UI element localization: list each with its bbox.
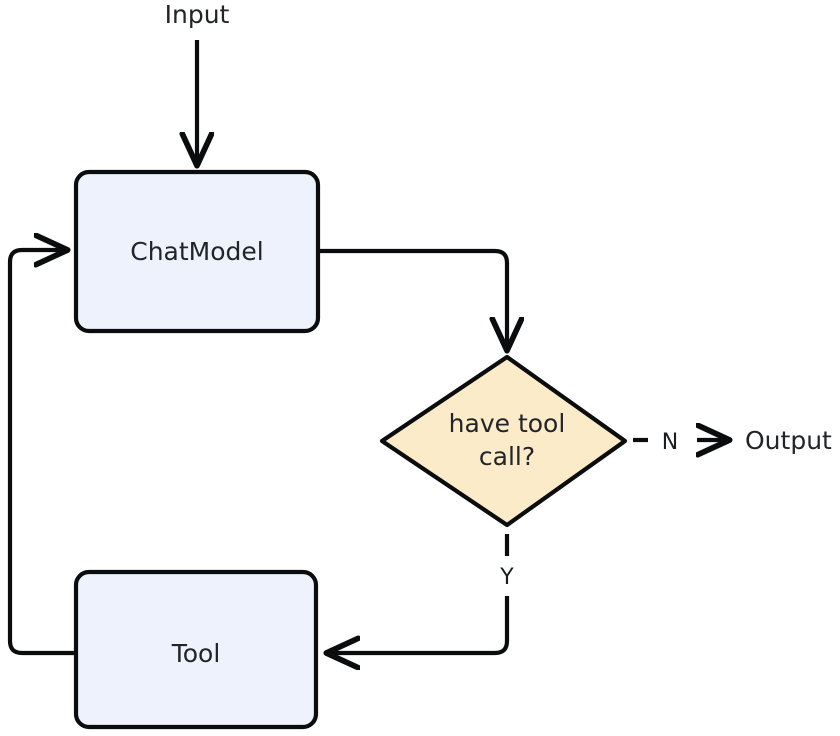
node-decision-label-line2: call? xyxy=(479,442,535,471)
node-tool-label: Tool xyxy=(171,639,221,668)
output-terminal-label: Output xyxy=(745,426,832,455)
edge-label-y: Y xyxy=(499,565,514,590)
node-chatmodel-label: ChatModel xyxy=(130,237,263,266)
edge-label-n: N xyxy=(662,430,678,455)
input-terminal-label: Input xyxy=(165,0,230,29)
edge-tool-to-chatmodel xyxy=(7,250,76,656)
node-tool[interactable] xyxy=(73,569,319,730)
edge-y-to-tool xyxy=(328,596,510,653)
edge-chatmodel-to-decision xyxy=(318,248,507,349)
node-decision-have-tool-call[interactable] xyxy=(379,354,628,528)
node-decision-label-line1: have tool xyxy=(449,409,566,438)
